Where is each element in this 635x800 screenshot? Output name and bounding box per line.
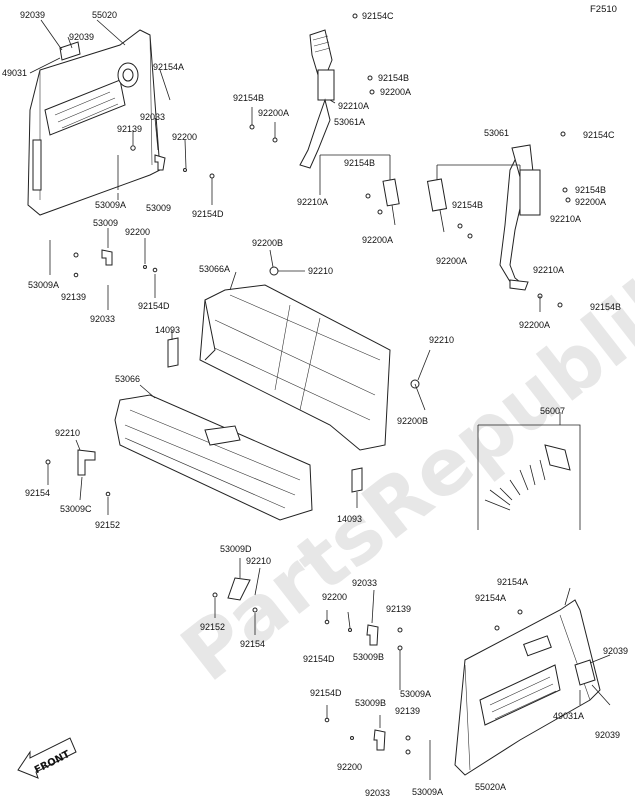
label-92200a: 92200A xyxy=(519,320,550,330)
label-53009b: 53009B xyxy=(353,652,384,662)
hardware-left-lower xyxy=(49,228,158,310)
label-92152: 92152 xyxy=(95,520,120,530)
label-92154b: 92154B xyxy=(452,200,483,210)
label-53009a: 53009A xyxy=(412,787,443,797)
label-92139: 92139 xyxy=(386,604,411,614)
label-53009a: 53009A xyxy=(95,200,126,210)
label-92039: 92039 xyxy=(603,646,628,656)
label-14093: 14093 xyxy=(337,514,362,524)
label-92210: 92210 xyxy=(55,428,80,438)
label-92200: 92200 xyxy=(172,132,197,142)
label-92039: 92039 xyxy=(20,10,45,20)
label-53009: 53009 xyxy=(93,218,118,228)
label-53009a: 53009A xyxy=(400,689,431,699)
label-92154d: 92154D xyxy=(303,654,335,664)
label-92154c: 92154C xyxy=(362,11,394,21)
label-92154: 92154 xyxy=(25,488,50,498)
label-92200b: 92200B xyxy=(397,416,428,426)
label-92200a: 92200A xyxy=(436,256,467,266)
figure-code: F2510 xyxy=(590,4,617,15)
label-56007: 56007 xyxy=(540,406,565,416)
label-92200a: 92200A xyxy=(362,235,393,245)
label-92154d: 92154D xyxy=(192,209,224,219)
label-53009d: 53009D xyxy=(220,544,252,554)
bracket-53009c xyxy=(45,439,111,515)
label-92139: 92139 xyxy=(117,124,142,134)
label-92154d: 92154D xyxy=(138,301,170,311)
label-92154a: 92154A xyxy=(475,593,506,603)
label-92154b: 92154B xyxy=(233,93,264,103)
hardware-left-upper xyxy=(117,117,215,205)
label-92210: 92210 xyxy=(308,266,333,276)
label-49031: 49031 xyxy=(2,68,27,78)
label-92210: 92210 xyxy=(429,335,454,345)
label-92154c: 92154C xyxy=(583,130,615,140)
label-92154b: 92154B xyxy=(378,73,409,83)
hardware-right-lower xyxy=(324,589,431,780)
label-92154a: 92154A xyxy=(153,62,184,72)
seat-belt-right xyxy=(426,131,571,308)
label-92154: 92154 xyxy=(240,639,265,649)
label-92033: 92033 xyxy=(365,788,390,798)
seat-back xyxy=(199,284,391,451)
label-92200: 92200 xyxy=(337,762,362,772)
label-92139: 92139 xyxy=(61,292,86,302)
tool-kit xyxy=(477,412,581,530)
seat-belt-center xyxy=(249,13,400,226)
label-53066: 53066 xyxy=(115,374,140,384)
label-53009: 53009 xyxy=(146,203,171,213)
bracket-53009d xyxy=(212,558,261,635)
label-92210: 92210 xyxy=(246,556,271,566)
label-49031a: 49031A xyxy=(553,711,584,721)
label-55020: 55020 xyxy=(92,10,117,20)
label-92154b: 92154B xyxy=(344,158,375,168)
label-92139: 92139 xyxy=(395,706,420,716)
label-92200: 92200 xyxy=(125,227,150,237)
label-53061: 53061 xyxy=(484,128,509,138)
label-92033: 92033 xyxy=(90,314,115,324)
label-92200: 92200 xyxy=(322,592,347,602)
label-92152: 92152 xyxy=(200,622,225,632)
label-53061a: 53061A xyxy=(334,117,365,127)
seat-cushion xyxy=(114,394,313,521)
label-92200a: 92200A xyxy=(380,87,411,97)
label-92039: 92039 xyxy=(595,730,620,740)
label-53009a: 53009A xyxy=(28,280,59,290)
label-53066a: 53066A xyxy=(199,264,230,274)
label-92033: 92033 xyxy=(352,578,377,588)
label-92210a: 92210A xyxy=(338,101,369,111)
label-92210a: 92210A xyxy=(550,214,581,224)
label-53009c: 53009C xyxy=(60,504,92,514)
label-92154a: 92154A xyxy=(497,577,528,587)
label-53009b: 53009B xyxy=(355,698,386,708)
door-panel-right xyxy=(454,599,601,776)
label-92200a: 92200A xyxy=(258,108,289,118)
label-92154b: 92154B xyxy=(575,185,606,195)
label-92200b: 92200B xyxy=(252,238,283,248)
label-92033: 92033 xyxy=(140,112,165,122)
label-55020a: 55020A xyxy=(475,782,506,792)
label-92039: 92039 xyxy=(69,32,94,42)
label-92154d: 92154D xyxy=(310,688,342,698)
label-14093: 14093 xyxy=(155,325,180,335)
label-92210a: 92210A xyxy=(533,265,564,275)
front-arrow: FRONT xyxy=(17,737,77,779)
label-92200a: 92200A xyxy=(575,197,606,207)
label-92154b: 92154B xyxy=(590,302,621,312)
door-panel-left xyxy=(27,29,161,216)
label-92210a: 92210A xyxy=(297,197,328,207)
